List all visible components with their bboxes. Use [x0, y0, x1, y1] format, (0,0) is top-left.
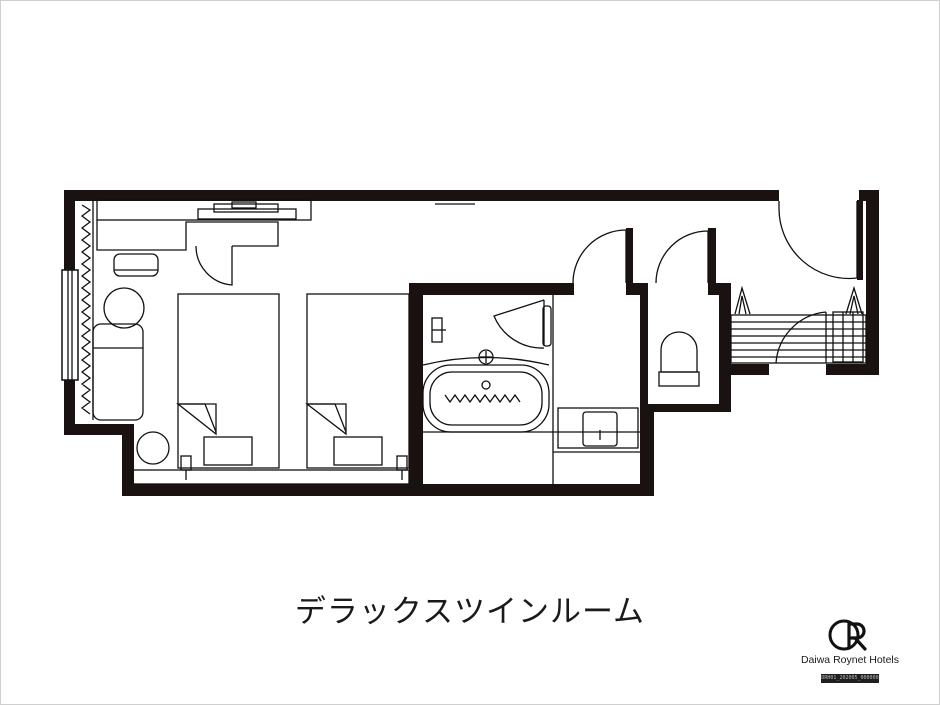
- brand-name: Daiwa Roynet Hotels: [800, 654, 900, 666]
- walls: [64, 190, 879, 496]
- brand-code-label: DRH01_202005_000000: [821, 674, 879, 683]
- daiwa-roynet-logo-icon: [828, 619, 867, 651]
- fixtures: [61, 199, 867, 485]
- brand-block: Daiwa Roynet Hotels DRH01_202005_000000: [790, 618, 910, 683]
- room-type-caption: デラックスツインルーム: [294, 594, 646, 630]
